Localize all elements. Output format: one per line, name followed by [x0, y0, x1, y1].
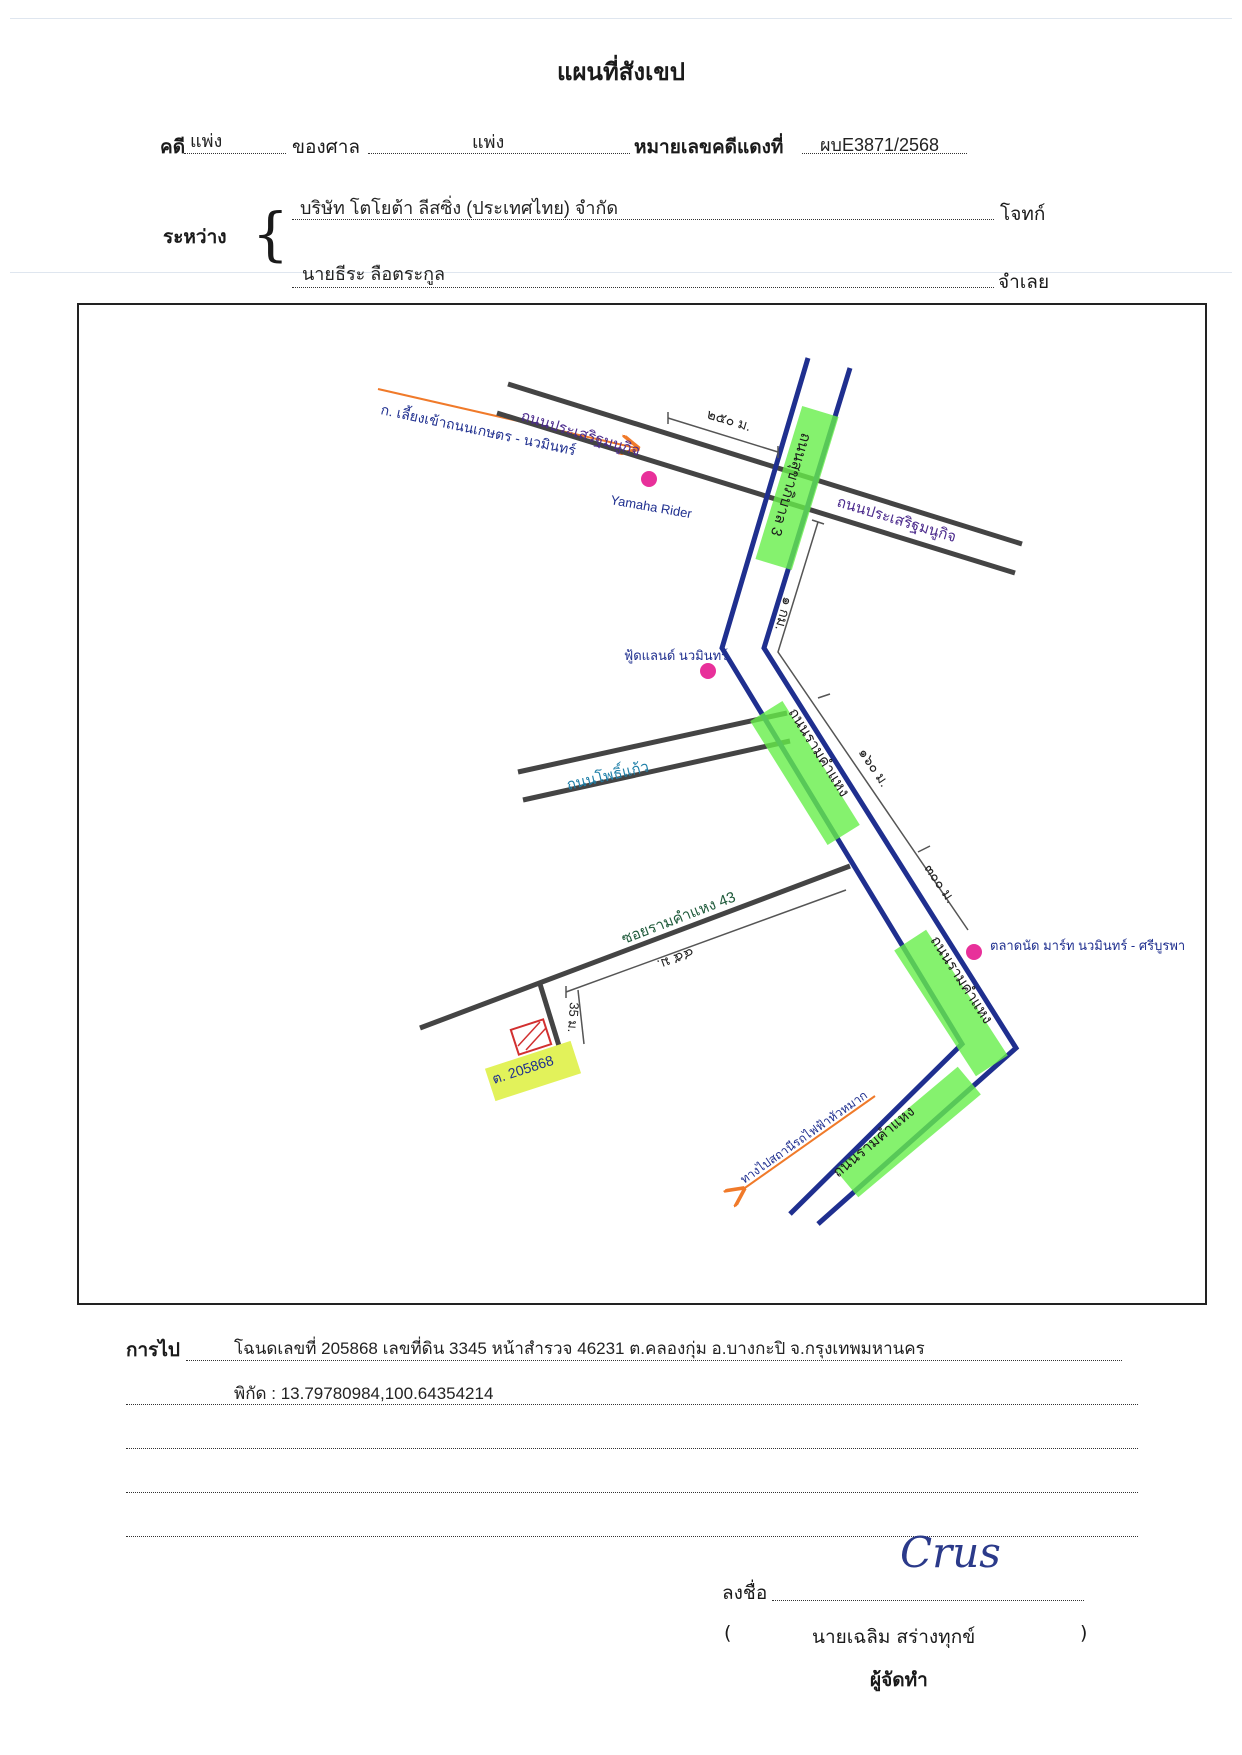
sign-label: ลงชื่อ — [722, 1582, 768, 1604]
case-label: คดี — [160, 136, 186, 158]
road-highlight — [750, 701, 860, 845]
distance-label: ๒๕๐ ม. — [705, 406, 753, 435]
plaintiff-name: บริษัท โตโยต้า ลีสซิ่ง (ประเทศไทย) จำกัด — [300, 198, 619, 218]
sign-dotline — [772, 1600, 1084, 1601]
distance-tick — [917, 845, 931, 853]
plaintiff-label: โจทก์ — [1000, 203, 1046, 225]
route-dotline — [126, 1448, 1138, 1449]
landmark-market-label: ตลาดนัด มาร์ท นวมินทร์ - ศรีบูรพา — [990, 938, 1185, 954]
case-dotline — [184, 153, 286, 154]
red-case-dotline — [802, 153, 967, 154]
defendant-name: นายธีระ ลือตระกูล — [302, 264, 446, 284]
cross-road-line — [507, 381, 1023, 547]
plaintiff-dotline — [292, 219, 994, 220]
page-title: แผนที่สังเขป — [557, 58, 685, 86]
route-dotline — [126, 1492, 1138, 1493]
main-road-line — [719, 357, 966, 1216]
court-dotline — [368, 153, 630, 154]
landmark-foodland-label: ฟู้ดแลนด์ นวมินทร์ — [624, 648, 728, 664]
red-case-number: ผบE3871/2568 — [820, 135, 940, 155]
landmark-yamaha-icon — [641, 471, 657, 487]
paren-close: ) — [1080, 1622, 1088, 1644]
distance-line — [577, 989, 585, 1045]
road-highlight — [755, 405, 839, 571]
route-dotline — [126, 1536, 1138, 1537]
side-road-line — [522, 738, 791, 803]
plot-hatch — [517, 1021, 541, 1047]
between-label: ระหว่าง — [163, 226, 227, 248]
route-line-1: โฉนดเลขที่ 205868 เลขที่ดิน 3345 หน้าสำร… — [234, 1339, 925, 1358]
paren-open: ( — [724, 1622, 732, 1644]
defendant-label: จำเลย — [998, 271, 1050, 293]
map-frame — [77, 303, 1207, 1305]
plot-hatch — [525, 1027, 547, 1051]
direction-arrow-bottom — [742, 1095, 876, 1190]
distance-label: ๑๖๐ ม. — [856, 745, 893, 790]
distance-label: ๔๕ ม. — [655, 945, 696, 973]
distance-label: 35 ม. — [565, 1002, 582, 1033]
soi-road-line — [419, 863, 851, 1031]
plot-marker — [509, 1018, 553, 1056]
side-road-line — [517, 710, 788, 775]
route-dotline — [126, 1404, 1138, 1405]
scan-line — [10, 18, 1232, 19]
signature: Crus — [900, 1528, 1001, 1577]
cross-road-line — [496, 410, 1016, 576]
route-label: การไป — [126, 1339, 180, 1361]
soi-label: ซอยรามคำแหง 43 — [619, 889, 738, 948]
court-type-value: แพ่ง — [472, 132, 505, 152]
defendant-dotline — [292, 287, 994, 288]
distance-label: ๓๐๐ ม. — [922, 861, 960, 906]
distance-line — [777, 521, 969, 931]
road-highlight — [835, 1066, 981, 1198]
distance-tick — [811, 519, 825, 525]
route-line-2: พิกัด : 13.79780984,100.64354214 — [234, 1384, 494, 1403]
distance-line — [565, 889, 847, 993]
signer-role: ผู้จัดทำ — [870, 1669, 928, 1691]
landmark-foodland-icon — [700, 663, 716, 679]
plot-highlight — [484, 1040, 582, 1102]
road-highlight — [894, 929, 1008, 1077]
case-type-value: แพ่ง — [190, 131, 223, 151]
brace-icon: { — [252, 200, 289, 268]
distance-line — [667, 417, 779, 453]
distance-tick — [817, 693, 831, 699]
scan-line — [10, 272, 1232, 273]
red-case-label: หมายเลขคดีแดงที่ — [634, 136, 784, 158]
landmark-market-icon — [966, 944, 982, 960]
court-label: ของศาล — [292, 136, 361, 158]
signer-name: นายเฉลิม สร่างทุกข์ — [812, 1626, 976, 1648]
landmark-yamaha-label: Yamaha Rider — [609, 492, 693, 521]
route-dotline — [186, 1360, 1122, 1361]
